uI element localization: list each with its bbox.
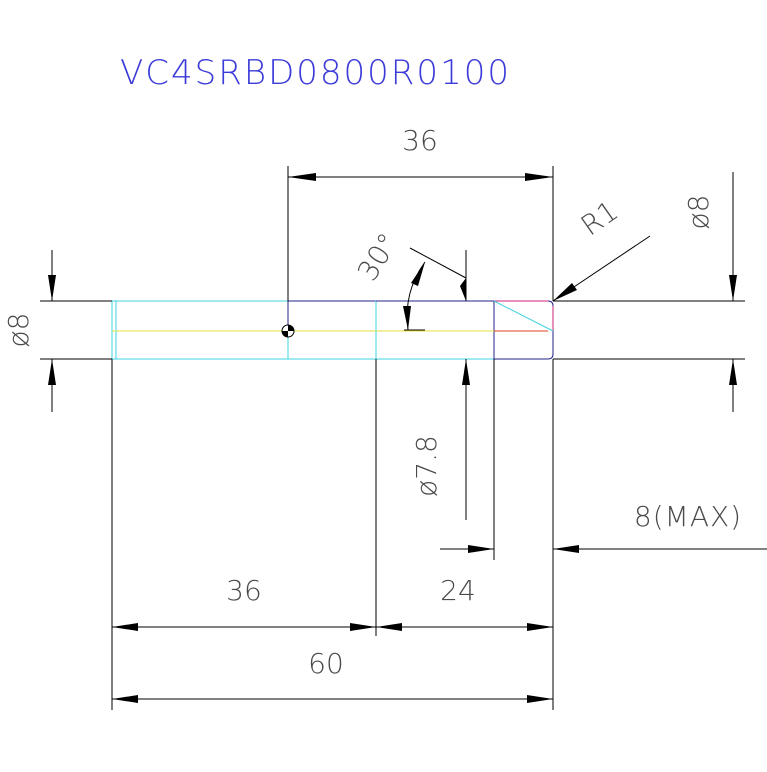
tip-outline <box>493 300 554 360</box>
tip-cutting-edge <box>493 300 554 332</box>
dim-neck-length-text: 24 <box>440 574 476 607</box>
dim-angle-text: 30° <box>351 227 405 287</box>
dim-top-length-text: 36 <box>402 124 438 157</box>
dimension-angle: 30° <box>351 227 467 331</box>
dim-radius-text: R1 <box>575 194 624 242</box>
dim-shank-length-text: 36 <box>226 574 262 607</box>
dimension-bottom-segments: 36 24 <box>111 359 554 710</box>
dim-shank-diameter-text: ø8 <box>2 313 35 348</box>
dimension-tip-diameter: ø8 <box>553 172 745 412</box>
dimension-max-length: 8(MAX) <box>440 359 767 560</box>
tool-body <box>111 300 554 360</box>
datum-marker-fill-q3 <box>282 331 288 337</box>
dim-neck-diameter-text: ø7.8 <box>410 435 443 497</box>
drawing-title: VC4SRBD0800R0100 <box>120 53 511 93</box>
dimension-top-length: 36 <box>287 124 554 301</box>
dimension-overall-length: 60 <box>112 647 553 703</box>
shank-outline <box>111 300 289 360</box>
neck-outline <box>375 300 495 360</box>
dimension-radius: R1 <box>552 194 651 302</box>
dimension-neck-diameter: ø7.8 <box>410 359 470 520</box>
dim-max-length-text: 8(MAX) <box>634 500 742 533</box>
dim-overall-length-text: 60 <box>308 647 344 680</box>
datum-marker-fill-q1 <box>288 325 294 331</box>
dimension-shank-diameter: ø8 <box>2 250 112 412</box>
dim-tip-diameter-text: ø8 <box>682 195 715 230</box>
